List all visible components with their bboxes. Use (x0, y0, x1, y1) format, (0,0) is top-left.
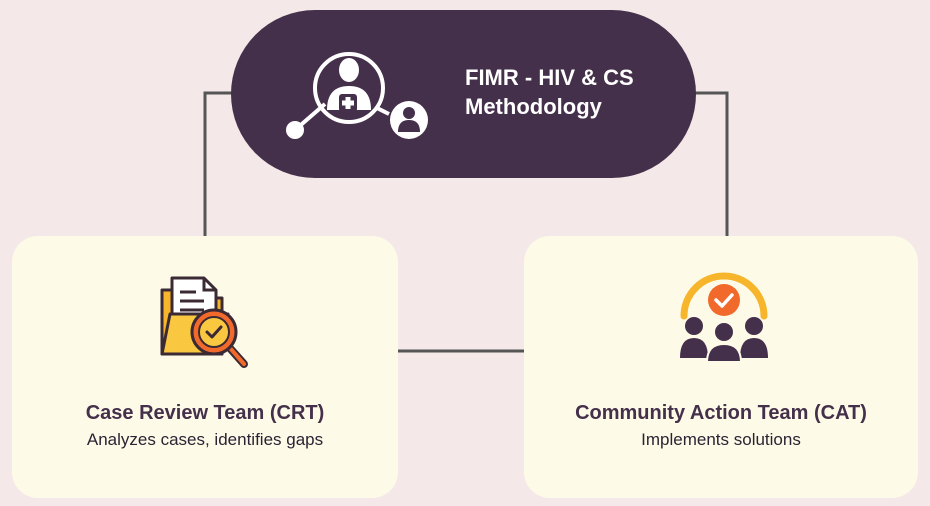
case-review-team-title: Case Review Team (CRT) (85, 402, 325, 424)
community-action-team-title: Community Action Team (CAT) (575, 402, 867, 424)
methodology-title: FIMR - HIV & CS Methodology (465, 65, 634, 119)
doctor-patient-network-icon (286, 52, 428, 139)
community-action-team-description: Implements solutions (641, 430, 801, 449)
connector-header-right (694, 91, 729, 238)
team-approval-icon (680, 272, 768, 362)
methodology-header: FIMR - HIV & CS Methodology (231, 10, 696, 178)
case-review-team-card: Case Review Team (CRT) Analyzes cases, i… (12, 236, 398, 498)
connector-header-left (203, 91, 233, 238)
folder-magnifier-check-icon (160, 276, 248, 368)
community-action-team-card: Community Action Team (CAT) Implements s… (524, 236, 918, 498)
case-review-team-description: Analyzes cases, identifies gaps (86, 430, 324, 449)
